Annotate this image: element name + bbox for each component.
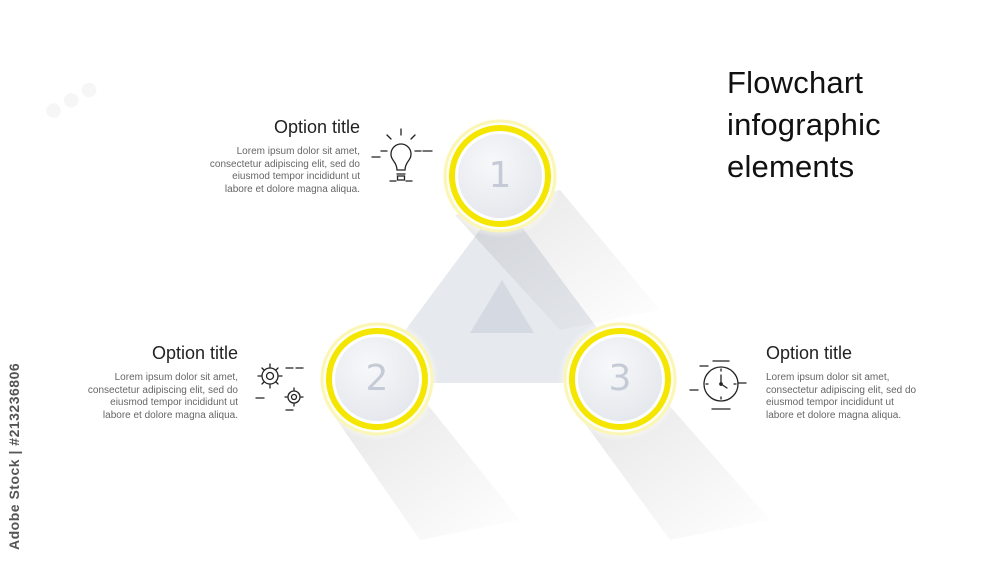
stock-credit-name: Adobe Stock (6, 458, 22, 550)
option-1-desc-line: consectetur adipiscing elit, sed do (209, 158, 360, 170)
option-3-desc-line: consectetur adipiscing elit, sed do (766, 384, 917, 396)
node-1-number: 1 (488, 155, 512, 196)
option-1-description: Lorem ipsum dolor sit amet, consectetur … (170, 146, 360, 196)
clock-icon (689, 360, 747, 410)
gears-icon (255, 363, 304, 411)
option-1-desc-line: eiusmod tempor incididunt ut (232, 171, 360, 182)
node-2-center (335, 337, 419, 421)
node-2 (315, 317, 439, 441)
heading-line-2: infographic (727, 107, 881, 142)
option-2-desc-line: consectetur adipiscing elit, sed do (87, 384, 238, 396)
node-1-center (458, 134, 542, 218)
heading-line-1: Flowchart (727, 65, 864, 100)
option-2-desc-line: Lorem ipsum dolor sit amet, (114, 372, 238, 383)
option-2-text: Option title Lorem ipsum dolor sit amet,… (48, 343, 238, 422)
inner-triangle (470, 280, 534, 333)
option-2-description: Lorem ipsum dolor sit amet, consectetur … (48, 372, 238, 422)
heading-line-3: elements (727, 149, 855, 184)
option-3-desc-line: labore et dolore magna aliqua. (766, 409, 902, 421)
node-3-number: 3 (608, 358, 632, 399)
option-1-desc-line: labore et dolore magna aliqua. (224, 183, 360, 195)
option-3-title: Option title (766, 343, 853, 363)
option-3-text: Option title Lorem ipsum dolor sit amet,… (766, 343, 966, 422)
option-1-desc-line: Lorem ipsum dolor sit amet, (236, 146, 360, 157)
main-heading: Flowchart infographic elements (727, 62, 987, 188)
stock-credit-id: #213236806 (6, 362, 22, 446)
option-3-desc-line: Lorem ipsum dolor sit amet, (766, 372, 890, 383)
option-1-text: Option title Lorem ipsum dolor sit amet,… (170, 117, 360, 196)
option-2-desc-line: labore et dolore magna aliqua. (102, 409, 238, 421)
stock-credit-sep: | (6, 445, 22, 455)
stock-credit: Adobe Stock | #213236806 (6, 330, 26, 550)
option-2-title: Option title (151, 343, 238, 363)
option-3-desc-line: eiusmod tempor incididunt ut (766, 397, 894, 408)
option-3-description: Lorem ipsum dolor sit amet, consectetur … (766, 372, 966, 422)
node-3 (558, 317, 682, 441)
lightbulb-icon (371, 128, 433, 182)
node-1 (438, 114, 562, 238)
node-3-center (578, 337, 662, 421)
node-2-number: 2 (365, 358, 389, 399)
option-2-desc-line: eiusmod tempor incididunt ut (110, 397, 238, 408)
option-1-title: Option title (273, 117, 360, 137)
